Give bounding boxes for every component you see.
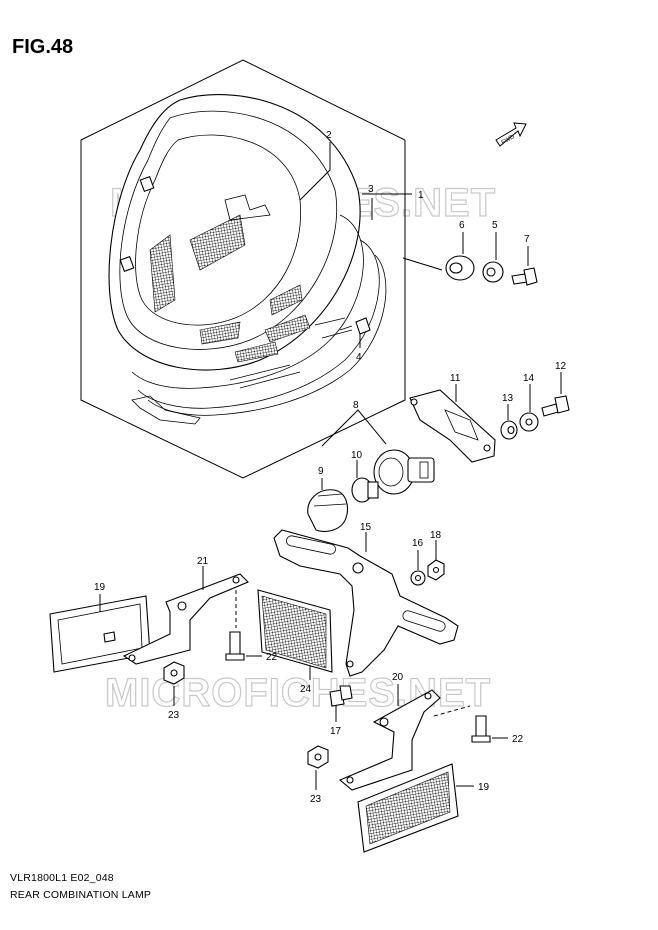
socket-part-8 — [373, 449, 435, 495]
nut-part-18 — [427, 540, 445, 581]
callout-15: 15 — [360, 522, 372, 533]
bracket-part-11 — [409, 384, 496, 463]
callout-16: 16 — [412, 538, 424, 549]
callout-23-left: 23 — [168, 710, 180, 721]
callout-21: 21 — [197, 556, 209, 567]
lamp-lens-assembly — [108, 94, 387, 425]
bolt-part-22-upper — [225, 590, 262, 661]
bolt-part-7 — [511, 246, 538, 286]
bracket-part-15 — [273, 529, 459, 677]
callout-14: 14 — [523, 373, 535, 384]
callout-6: 6 — [459, 220, 465, 231]
callout-10: 10 — [351, 450, 363, 461]
callout-22-lower: 22 — [512, 734, 524, 745]
callout-19-left: 19 — [94, 582, 106, 593]
callout-labels: 1 2 3 4 5 6 7 8 9 10 11 12 13 14 15 16 1… — [94, 130, 567, 805]
bracket-part-20 — [338, 684, 441, 791]
callout-3: 3 — [368, 184, 374, 195]
lens-cap-part-9 — [307, 478, 349, 533]
leader-2 — [299, 142, 331, 201]
nut-part-23-right — [307, 745, 329, 790]
bulb-part-10 — [351, 460, 379, 503]
leader-grommet — [402, 257, 443, 271]
fwd-arrow-icon: FWD — [495, 122, 527, 147]
assembly-boundary — [80, 59, 406, 479]
washer-part-14 — [519, 384, 539, 432]
reflector-part-19-left — [49, 594, 151, 673]
bolt-part-22-lower — [433, 705, 508, 743]
reflector-part-24 — [257, 589, 333, 680]
callout-9: 9 — [318, 466, 324, 477]
bolt-part-12 — [541, 372, 570, 417]
reflector-part-19-right — [357, 763, 474, 853]
callout-17: 17 — [330, 726, 342, 737]
callout-20: 20 — [392, 672, 404, 683]
screw-part-4 — [339, 317, 371, 348]
callout-13: 13 — [502, 393, 514, 404]
model-code: VLR1800L1 E02_048 — [10, 872, 114, 884]
callout-23-right: 23 — [310, 794, 322, 805]
collar-part-13 — [500, 404, 518, 440]
callout-19-right: 19 — [478, 782, 490, 793]
callout-4: 4 — [356, 352, 362, 363]
callout-8: 8 — [353, 400, 359, 411]
callout-1: 1 — [418, 190, 424, 201]
nut-part-23-left — [163, 661, 185, 706]
washer-part-5 — [482, 232, 504, 283]
figure-caption: REAR COMBINATION LAMP — [10, 889, 152, 901]
callout-24: 24 — [300, 684, 312, 695]
callout-12: 12 — [555, 361, 567, 372]
callout-18: 18 — [430, 530, 442, 541]
grommet-part-6 — [445, 232, 475, 281]
callout-2: 2 — [326, 130, 332, 141]
callout-11: 11 — [450, 373, 461, 384]
bolt-part-17 — [329, 685, 353, 722]
bracket-part-21 — [122, 566, 249, 665]
callout-22-upper: 22 — [266, 652, 278, 663]
callout-7: 7 — [524, 234, 530, 245]
washer-part-16 — [410, 550, 426, 586]
callout-5: 5 — [492, 220, 498, 231]
leader-8 — [321, 409, 387, 447]
figure-title: FIG.48 — [12, 36, 74, 58]
